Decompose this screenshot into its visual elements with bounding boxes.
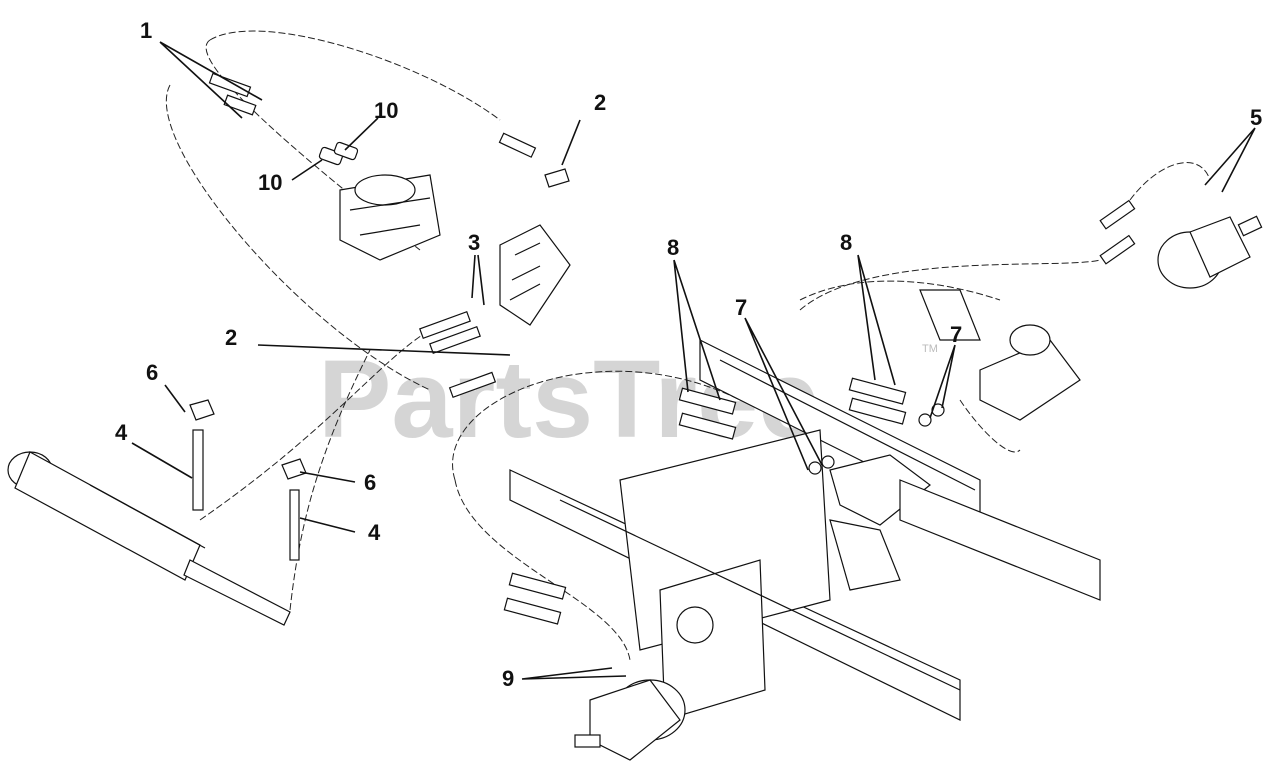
callout-2-mid: 2 xyxy=(225,325,237,350)
pump-right xyxy=(919,289,1081,421)
callout-7-right: 7 xyxy=(950,322,962,347)
wheel-motor-right xyxy=(1099,199,1263,289)
hydraulic-cylinder xyxy=(7,451,291,626)
callout-2-top: 2 xyxy=(594,90,606,115)
hose-routes xyxy=(165,30,1211,661)
callout-1: 1 xyxy=(140,18,152,43)
callout-6-right: 6 xyxy=(364,470,376,495)
callout-4-right: 4 xyxy=(368,520,381,545)
wheel-motor-bottom xyxy=(503,572,686,761)
callout-8-right: 8 xyxy=(840,230,852,255)
callout-7-mid: 7 xyxy=(735,295,747,320)
control-valve xyxy=(419,224,571,398)
chassis-frame xyxy=(509,339,1101,721)
mid-hoses xyxy=(678,377,945,475)
callout-10-left: 10 xyxy=(258,170,282,195)
callout-9: 9 xyxy=(502,666,514,691)
callout-labels: 1 2 2 3 4 4 5 6 6 7 7 8 8 9 10 10 xyxy=(115,18,1262,691)
short-hoses xyxy=(189,399,307,561)
callout-3: 3 xyxy=(468,230,480,255)
callout-5: 5 xyxy=(1250,105,1262,130)
watermark-tm: TM xyxy=(922,343,938,355)
callout-4-left: 4 xyxy=(115,420,128,445)
callout-8-mid: 8 xyxy=(667,235,679,260)
leader-lines xyxy=(131,41,1256,680)
callout-6-left: 6 xyxy=(146,360,158,385)
pump-unit-top-left xyxy=(339,174,441,261)
callout-10-top: 10 xyxy=(374,98,398,123)
